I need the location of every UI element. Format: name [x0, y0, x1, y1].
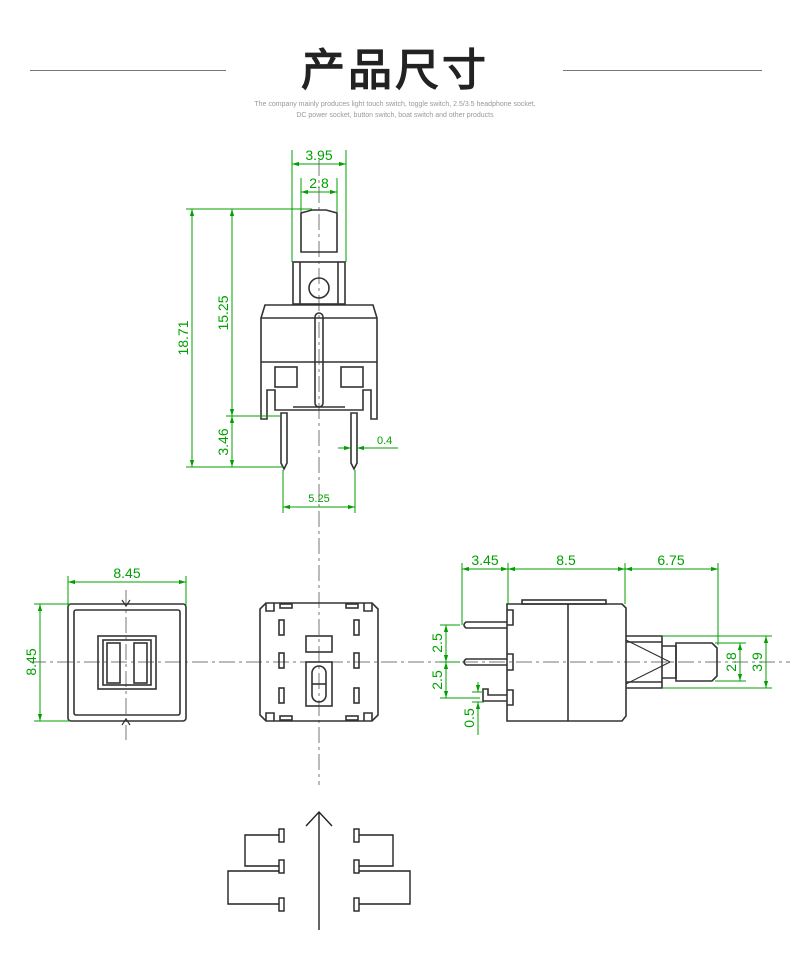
title-rule-left: [30, 70, 226, 71]
dim-2-8: 2.8: [309, 175, 329, 191]
circuit-schematic: [227, 810, 411, 930]
front-view-dimensions: [186, 150, 398, 513]
dim-2-8-stem: 2.8: [723, 652, 739, 672]
dim-3-46: 3.46: [215, 428, 231, 455]
dim-18-71: 18.71: [175, 320, 191, 355]
header: 产品尺寸 The company mainly produces light t…: [0, 0, 790, 130]
top-view-dimensions: [34, 576, 187, 722]
contact-left-middle: [278, 859, 285, 874]
front-view: [260, 209, 378, 471]
contact-left-top: [278, 828, 285, 843]
dim-3-95: 3.95: [305, 147, 332, 163]
side-view-dimensions: [440, 563, 772, 735]
dim-2-5-upper: 2.5: [429, 633, 445, 653]
contact-left-bottom: [278, 897, 285, 912]
dim-8-45-height: 8.45: [23, 648, 39, 675]
subtitle-line-1: The company mainly produces light touch …: [254, 101, 536, 108]
contact-right-bottom: [353, 897, 360, 912]
dim-15-25: 15.25: [215, 295, 231, 330]
dim-3-9: 3.9: [749, 652, 765, 672]
dim-0-5: 0.5: [461, 708, 477, 728]
dim-3-45: 3.45: [471, 552, 498, 568]
front-view-dimension-labels: 3.95 2.8 18.71 15.25 3.46 0.4 5.25: [175, 147, 392, 505]
dim-8-5: 8.5: [556, 552, 576, 568]
top-view-dimension-labels: 8.45 8.45: [23, 565, 141, 676]
side-view-dimension-labels: 3.45 8.5 6.75 2.5 2.5 0.5 2.8 3.9: [429, 552, 765, 728]
center-lines: [30, 160, 790, 785]
contact-right-middle: [353, 859, 360, 874]
dim-2-5-lower: 2.5: [429, 670, 445, 690]
dim-6-75: 6.75: [657, 552, 684, 568]
dim-0-4: 0.4: [377, 435, 392, 447]
contact-right-top: [353, 828, 360, 843]
page-title: 产品尺寸: [301, 45, 489, 96]
bottom-view: [259, 602, 379, 722]
title-rule-right: [563, 70, 762, 71]
subtitle-line-2: DC power socket, button switch, boat swi…: [296, 112, 494, 119]
dim-8-45-width: 8.45: [113, 565, 140, 581]
top-view: [67, 599, 187, 726]
side-view: [463, 599, 718, 722]
dim-5-25: 5.25: [308, 493, 329, 505]
